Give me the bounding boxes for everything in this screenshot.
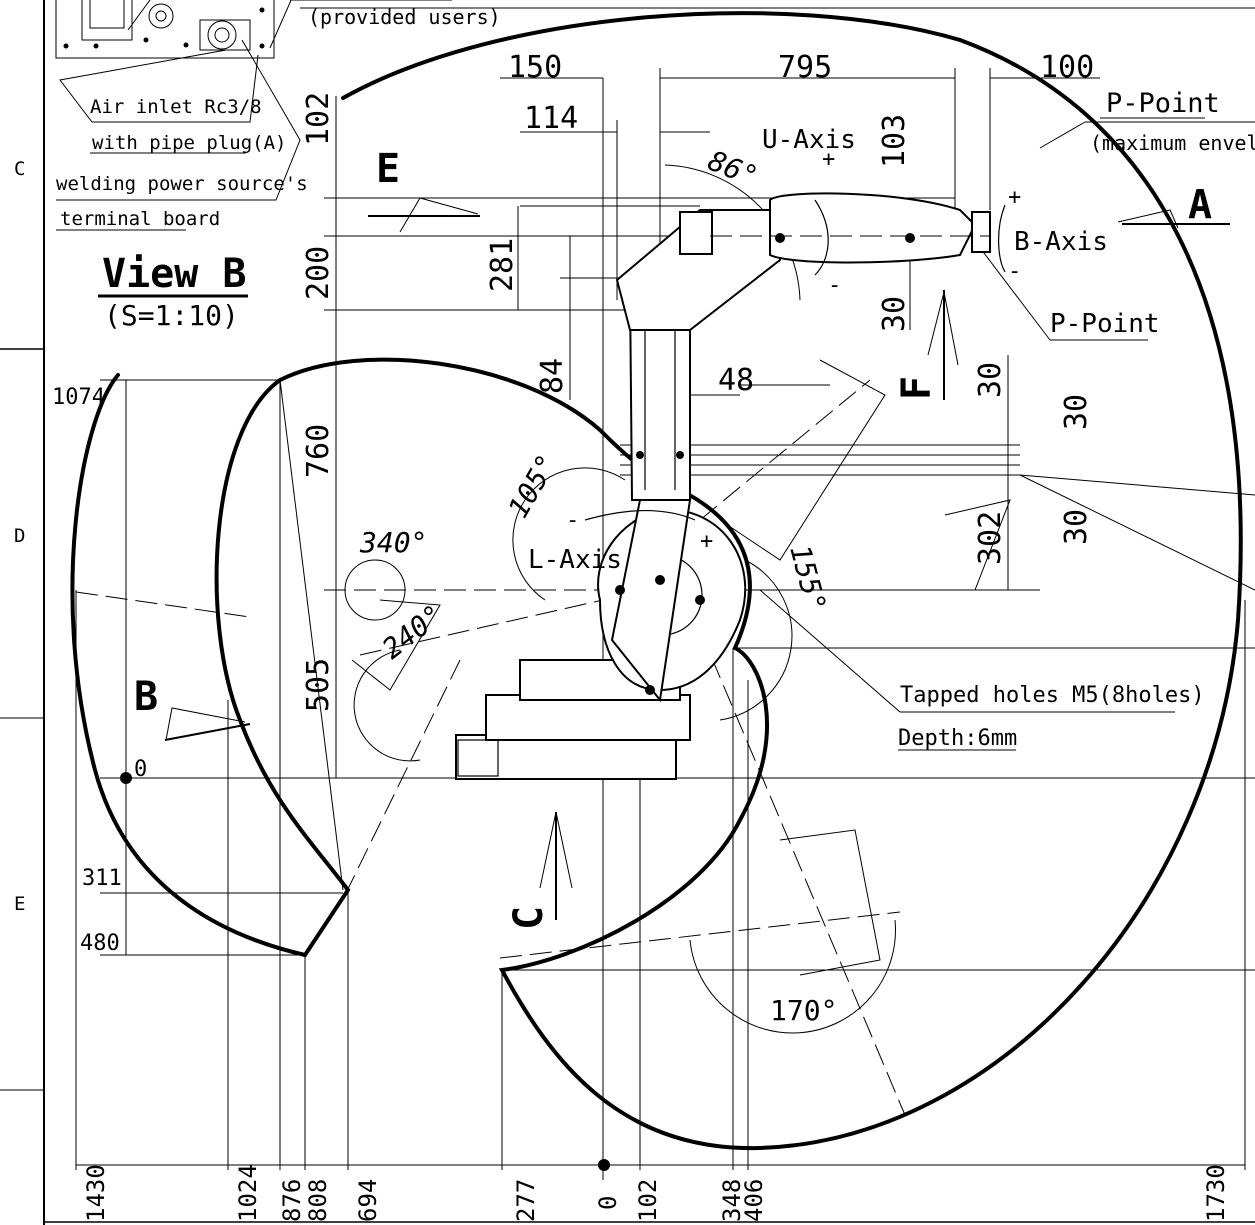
dim-281: 281 <box>485 238 520 292</box>
zone-label-e: E <box>14 893 25 915</box>
b-axis-plus: + <box>1008 185 1021 210</box>
section-mark-e: E <box>376 146 400 192</box>
dim-30-b: 30 <box>973 362 1008 398</box>
dim-795: 795 <box>778 50 832 85</box>
note-provided-users: (provided users) <box>308 5 501 29</box>
dim-505: 505 <box>301 658 336 712</box>
dim-311: 311 <box>82 866 122 891</box>
dim-760: 760 <box>301 424 336 478</box>
dim-302: 302 <box>973 511 1008 565</box>
annotations: P-Point (maximum envelop P-Point Tapped … <box>52 50 1255 1027</box>
u-axis-plus: + <box>822 147 835 172</box>
note-air-inlet: Air inlet Rc3/8 <box>90 96 262 118</box>
dim-200: 200 <box>301 246 336 300</box>
angle-105: 105° <box>501 449 563 524</box>
label-u-axis: U-Axis <box>762 125 856 155</box>
dim-102-bottom: 102 <box>634 1179 662 1222</box>
dim-1730: 1730 <box>1202 1164 1230 1222</box>
zone-label-d: D <box>14 525 25 547</box>
dim-84: 84 <box>535 358 570 394</box>
label-max-envelope: (maximum envelop <box>1090 131 1255 155</box>
u-axis-minus: - <box>828 273 841 298</box>
dimension-lines <box>75 68 1255 1180</box>
dim-30-a: 30 <box>877 296 912 332</box>
dim-30-c: 30 <box>1059 394 1094 430</box>
note-pipe-plug: with pipe plug(A) <box>92 132 286 154</box>
dim-348: 348 <box>718 1179 746 1222</box>
l-axis-minus: - <box>566 508 579 533</box>
robot-arm <box>455 192 1006 780</box>
dim-150: 150 <box>508 50 562 85</box>
label-b-axis: B-Axis <box>1014 227 1108 257</box>
working-envelope <box>70 11 1243 1151</box>
b-axis-minus: - <box>1008 259 1021 284</box>
dim-114: 114 <box>524 101 578 136</box>
note-tapped-holes: Tapped holes M5(8holes) <box>900 683 1205 708</box>
view-b-scale: (S=1:10) <box>104 299 239 332</box>
label-l-axis: L-Axis <box>528 545 622 575</box>
dim-277: 277 <box>512 1179 540 1222</box>
section-mark-c: C <box>506 906 552 930</box>
dim-480: 480 <box>80 931 120 956</box>
dim-694: 694 <box>354 1179 382 1222</box>
note-welding: welding power source's <box>56 173 308 195</box>
dim-0-side: 0 <box>134 757 147 782</box>
section-mark-f: F <box>894 376 940 400</box>
angle-155: 155° <box>783 541 832 615</box>
zone-label-c: C <box>14 158 25 180</box>
note-terminal: terminal board <box>60 208 220 230</box>
dim-102-left: 102 <box>301 92 336 146</box>
bottom-dimensions: 1430 1024 876 808 694 277 0 102 348 406 … <box>82 1164 1230 1222</box>
dim-406: 406 <box>740 1179 768 1222</box>
dim-808: 808 <box>304 1179 332 1222</box>
dim-1430: 1430 <box>82 1164 110 1222</box>
dim-0-bottom: 0 <box>594 1196 622 1210</box>
dim-1024: 1024 <box>234 1164 262 1222</box>
controller-detail <box>55 0 1255 201</box>
section-mark-b: B <box>134 674 158 720</box>
view-b-title: View B <box>102 251 247 297</box>
label-p-point-top: P-Point <box>1106 88 1220 119</box>
section-markers <box>164 197 1230 920</box>
angle-170: 170° <box>770 994 837 1027</box>
dim-103: 103 <box>877 114 912 168</box>
section-mark-a: A <box>1188 182 1212 228</box>
label-p-point-mid: P-Point <box>1050 309 1160 339</box>
dim-100: 100 <box>1040 50 1094 85</box>
l-axis-plus: + <box>700 529 713 554</box>
note-depth: Depth:6mm <box>898 726 1017 751</box>
angle-340: 340° <box>359 526 427 559</box>
dim-48: 48 <box>718 363 754 398</box>
dim-30-d: 30 <box>1059 509 1094 545</box>
dim-1074: 1074 <box>52 385 105 410</box>
angle-86: 86° <box>703 144 762 194</box>
dim-876: 876 <box>278 1179 306 1222</box>
